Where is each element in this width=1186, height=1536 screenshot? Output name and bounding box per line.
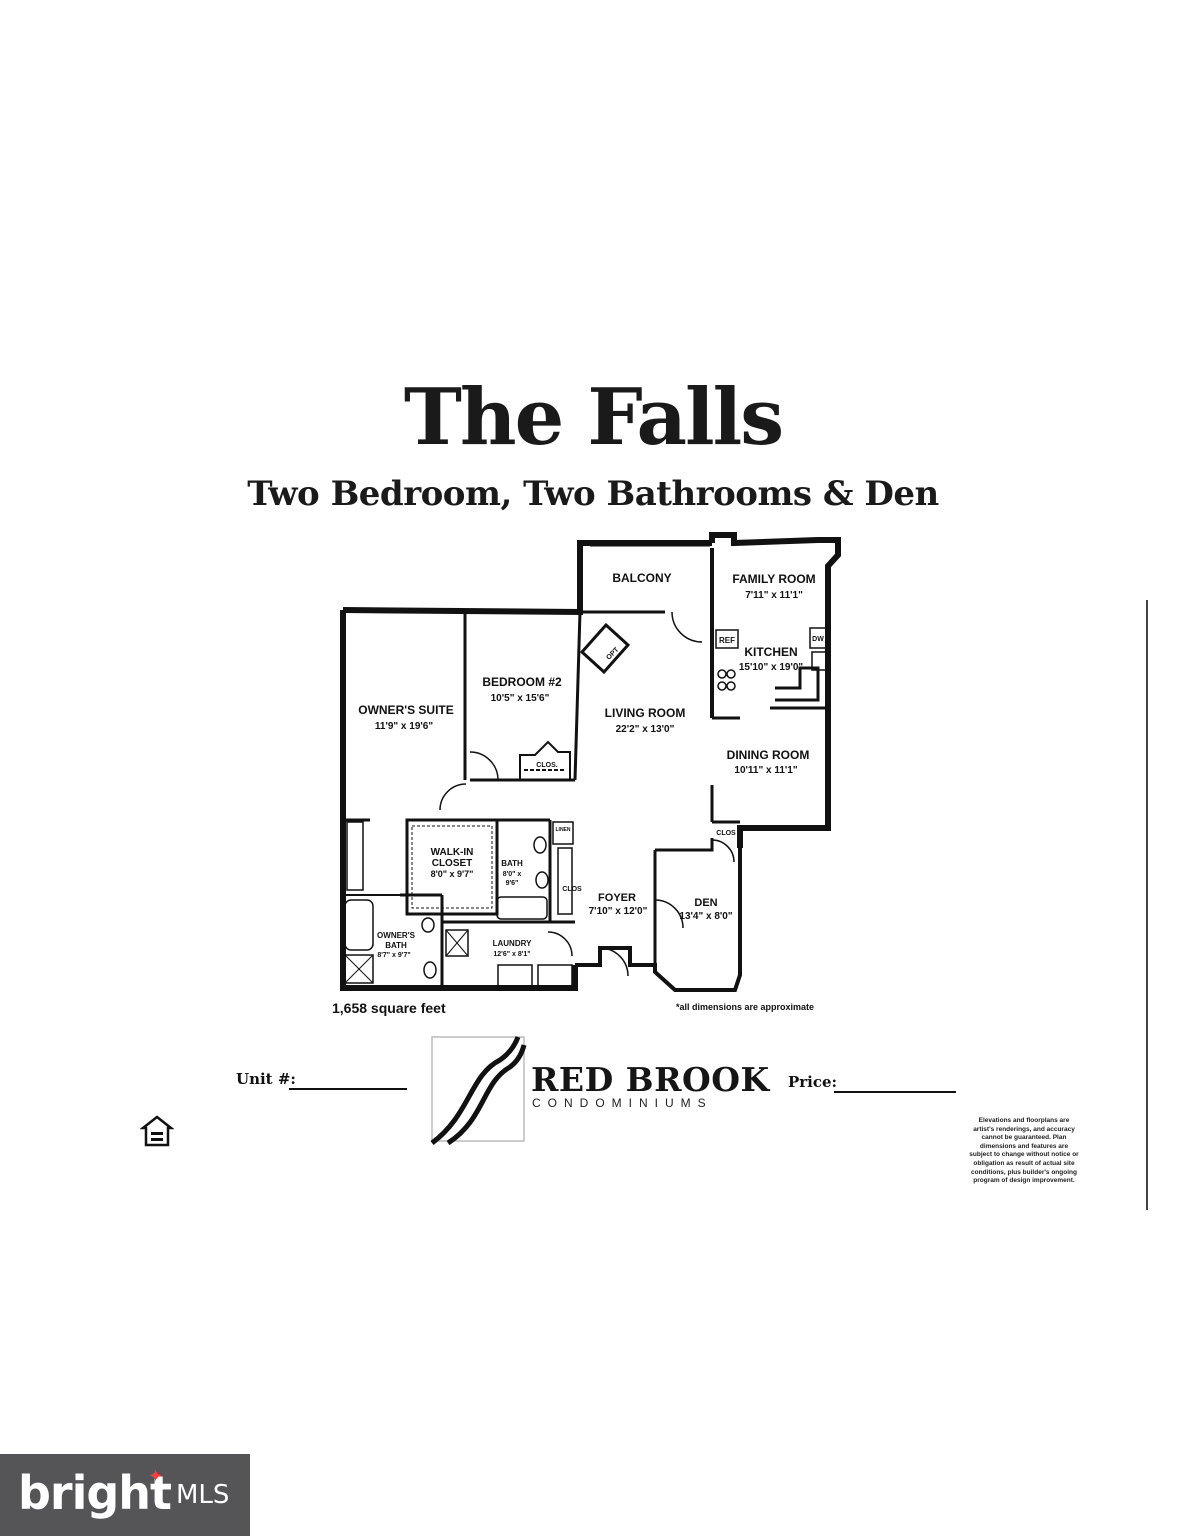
room-bedroom2-size: 10'5" x 15'6" <box>491 693 550 704</box>
square-feet: 1,658 square feet <box>332 1000 446 1016</box>
room-dining-size: 10'11" x 11'1" <box>734 765 797 776</box>
price-label: Price: <box>788 1073 838 1091</box>
brand-name: RED BROOK <box>531 1060 770 1099</box>
room-foyer-name: FOYER <box>598 892 636 904</box>
unit-blank-line <box>289 1088 407 1090</box>
page-subtitle: Two Bedroom, Two Bathrooms & Den <box>247 474 939 514</box>
outer-wall <box>342 540 712 616</box>
brand-subtitle: CONDOMINIUMS <box>532 1096 713 1110</box>
page-title: The Falls <box>403 372 784 463</box>
room-kitchen-size: 15'10" x 19'0" <box>739 662 804 673</box>
room-laundry-size: 12'6" x 8'1" <box>493 951 530 958</box>
room-den-name: DEN <box>694 897 717 909</box>
room-owners-bath-name-2: BATH <box>385 941 407 950</box>
room-family-size: 7'11" x 11'1" <box>745 590 803 601</box>
unit-label: Unit #: <box>236 1070 296 1088</box>
room-bath-name: BATH <box>501 859 523 868</box>
price-blank-line <box>834 1091 956 1093</box>
fixture-clos-hall: CLOS <box>562 886 582 893</box>
disclaimer: Elevations and floorplans are artist's r… <box>969 1117 1079 1185</box>
room-owners-suite-size: 11'9" x 19'6" <box>375 721 433 732</box>
room-walkin-name-2: CLOSET <box>432 858 473 869</box>
mls-suffix: MLS <box>176 1480 230 1510</box>
mls-watermark <box>0 1454 250 1536</box>
room-walkin-name-1: WALK-IN <box>431 847 474 858</box>
fixture-clos-bedroom: CLOS. <box>536 762 557 769</box>
room-owners-bath-size: 8'7" x 9'7" <box>377 952 410 959</box>
river-logo-icon <box>430 1036 527 1145</box>
fixture-linen: LINEN <box>556 827 571 833</box>
room-owners-suite-name: OWNER'S SUITE <box>358 703 454 717</box>
fixture-clos-den: CLOS <box>716 830 736 837</box>
fixture-ref: REF <box>719 636 735 645</box>
mls-brand: bright <box>18 1466 172 1520</box>
fixture-dw: DW <box>812 636 824 643</box>
room-living-size: 22'2" x 13'0" <box>616 724 675 735</box>
room-walkin-size: 8'0" x 9'7" <box>431 869 474 879</box>
scan-edge-line <box>1146 600 1148 1210</box>
room-foyer-size: 7'10" x 12'0" <box>589 906 648 917</box>
room-living-name: LIVING ROOM <box>605 706 686 720</box>
approx-note: *all dimensions are approximate <box>676 1002 815 1012</box>
room-laundry-name: LAUNDRY <box>493 939 532 948</box>
room-den-size: 13'4" x 8'0" <box>679 911 732 922</box>
room-owners-bath-name-1: OWNER'S <box>377 931 416 940</box>
room-bedroom2-name: BEDROOM #2 <box>482 675 562 689</box>
outer-wall <box>709 532 841 848</box>
spark-icon: ✦ <box>148 1466 164 1487</box>
equal-housing-icon <box>140 1115 174 1147</box>
room-bath-size-2: 9'6" <box>506 880 519 887</box>
room-family-name: FAMILY ROOM <box>732 572 815 586</box>
room-bath-size-1: 8'0" x <box>503 871 522 878</box>
room-dining-name: DINING ROOM <box>727 748 810 762</box>
outer-wall <box>340 610 578 991</box>
room-balcony: BALCONY <box>612 571 671 585</box>
room-kitchen-name: KITCHEN <box>744 645 797 659</box>
